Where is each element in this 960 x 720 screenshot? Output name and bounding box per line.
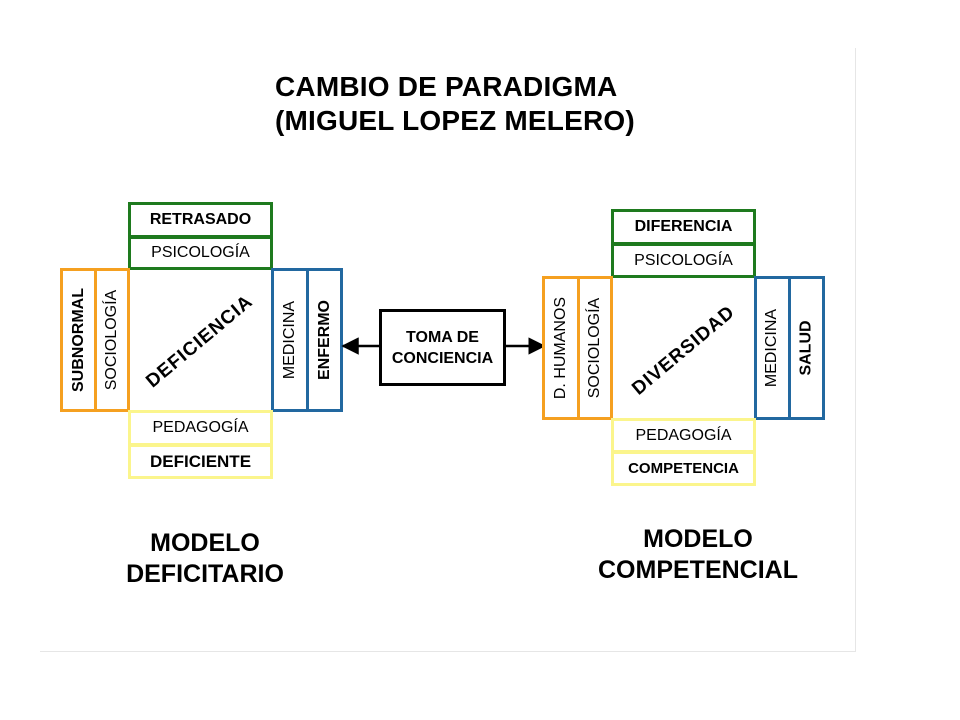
center-box-line-1: TOMA DE: [406, 328, 479, 346]
left-bottom-outer-label: DEFICIENTE: [149, 451, 252, 471]
title-line-2: (MIGUEL LOPEZ MELERO): [275, 105, 635, 136]
right-left-inner-box: SOCIOLOGÍA: [577, 276, 613, 420]
left-left-outer-box: SUBNORMAL: [60, 268, 97, 412]
left-bottom-inner-label: PEDAGOGÍA: [152, 419, 249, 436]
right-left-inner-label: SOCIOLOGÍA: [586, 297, 603, 399]
left-top-inner-box: PSICOLOGÍA: [128, 236, 273, 270]
right-top-inner-label: PSICOLOGÍA: [634, 251, 733, 269]
right-top-outer-label: DIFERENCIA: [634, 218, 733, 235]
right-bottom-inner-box: PEDAGOGÍA: [611, 418, 756, 453]
right-left-outer-box: D. HUMANOS: [542, 276, 580, 420]
center-box-line-2: CONCIENCIA: [391, 349, 494, 367]
diagram-title: CAMBIO DE PARADIGMA (MIGUEL LOPEZ MELERO…: [275, 70, 635, 138]
slide-border-right: [855, 48, 856, 651]
left-caption-line-1: MODELO: [150, 529, 260, 557]
slide-border-bottom: [40, 651, 856, 652]
right-left-outer-label: D. HUMANOS: [552, 296, 570, 400]
left-bottom-inner-box: PEDAGOGÍA: [128, 410, 273, 446]
left-right-outer-box: ENFERMO: [306, 268, 343, 412]
right-top-inner-box: PSICOLOGÍA: [611, 243, 756, 278]
left-bottom-outer-box: DEFICIENTE: [128, 444, 273, 479]
left-top-outer-label: RETRASADO: [149, 211, 252, 228]
toma-de-conciencia-box: TOMA DE CONCIENCIA: [379, 309, 506, 386]
right-right-inner-label: MEDICINA: [763, 308, 781, 388]
right-bottom-outer-box: COMPETENCIA: [611, 451, 756, 486]
right-right-outer-label: SALUD: [797, 320, 815, 376]
title-line-1: CAMBIO DE PARADIGMA: [275, 71, 618, 102]
right-right-inner-box: MEDICINA: [754, 276, 791, 420]
right-top-outer-box: DIFERENCIA: [611, 209, 756, 245]
left-top-outer-box: RETRASADO: [128, 202, 273, 238]
left-caption-line-2: DEFICITARIO: [126, 560, 284, 588]
left-top-inner-label: PSICOLOGÍA: [151, 244, 250, 261]
left-model-caption: MODELO DEFICITARIO: [100, 528, 310, 590]
right-bottom-inner-label: PEDAGOGÍA: [635, 426, 732, 444]
right-caption-line-2: COMPETENCIAL: [598, 556, 798, 584]
right-right-outer-box: SALUD: [788, 276, 825, 420]
right-model-caption: MODELO COMPETENCIAL: [578, 524, 818, 586]
right-caption-line-1: MODELO: [643, 525, 753, 553]
left-left-inner-box: SOCIOLOGÍA: [94, 268, 130, 412]
right-bottom-outer-label: COMPETENCIA: [628, 460, 739, 477]
